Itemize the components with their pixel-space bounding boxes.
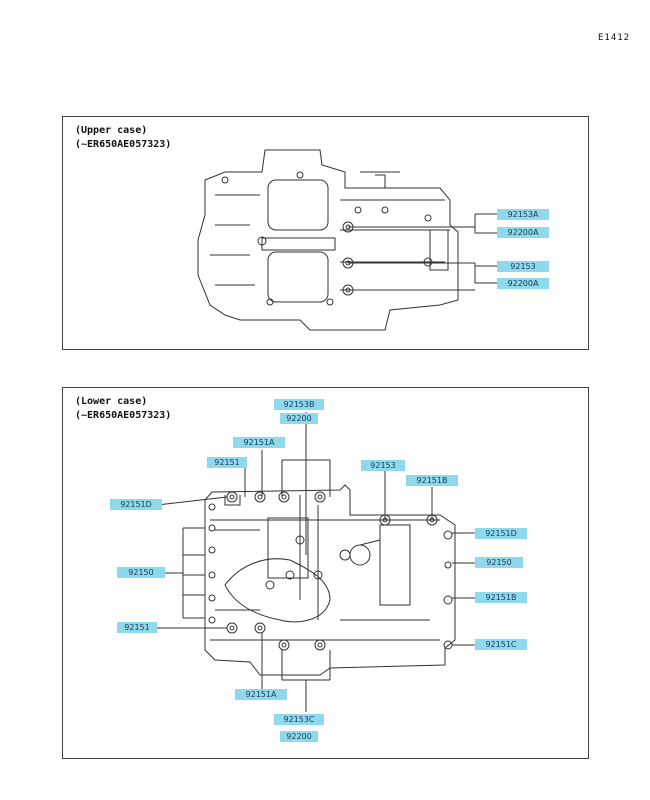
- page-code: E1412: [598, 33, 631, 43]
- label-92151d-left: 92151D: [110, 499, 162, 510]
- lower-case-drawing: [156, 412, 475, 712]
- label-92151c: 92151C: [475, 639, 527, 650]
- upper-case-title: (Upper case): [75, 125, 148, 136]
- label-92200: 92200: [280, 413, 318, 424]
- label-92151b-top: 92151B: [406, 475, 458, 486]
- label-92151d-right: 92151D: [475, 528, 527, 539]
- label-92151a-bottom: 92151A: [235, 689, 287, 700]
- upper-case-drawing: [197, 149, 497, 331]
- label-92153-lower: 92153: [361, 460, 405, 471]
- label-92151-left: 92151: [117, 622, 157, 633]
- label-92200-bottom: 92200: [280, 731, 318, 742]
- label-92150-left: 92150: [117, 567, 165, 578]
- upper-case-serial: (~ER650AE057323): [75, 139, 172, 150]
- label-92150-right: 92150: [475, 557, 523, 568]
- upper-case-panel: (Upper case) (~ER650AE057323): [62, 116, 589, 350]
- lower-case-serial: (~ER650AE057323): [75, 410, 172, 421]
- label-92151a-top: 92151A: [233, 437, 285, 448]
- label-92153: 92153: [497, 261, 549, 272]
- lower-case-title: (Lower case): [75, 396, 148, 407]
- label-92151b-right: 92151B: [475, 592, 527, 603]
- label-92200a-2: 92200A: [497, 278, 549, 289]
- label-92153b: 92153B: [274, 399, 324, 410]
- label-92151-top: 92151: [207, 457, 247, 468]
- label-92153c: 92153C: [274, 714, 324, 725]
- label-92200a: 92200A: [497, 227, 549, 238]
- label-92153a: 92153A: [497, 209, 549, 220]
